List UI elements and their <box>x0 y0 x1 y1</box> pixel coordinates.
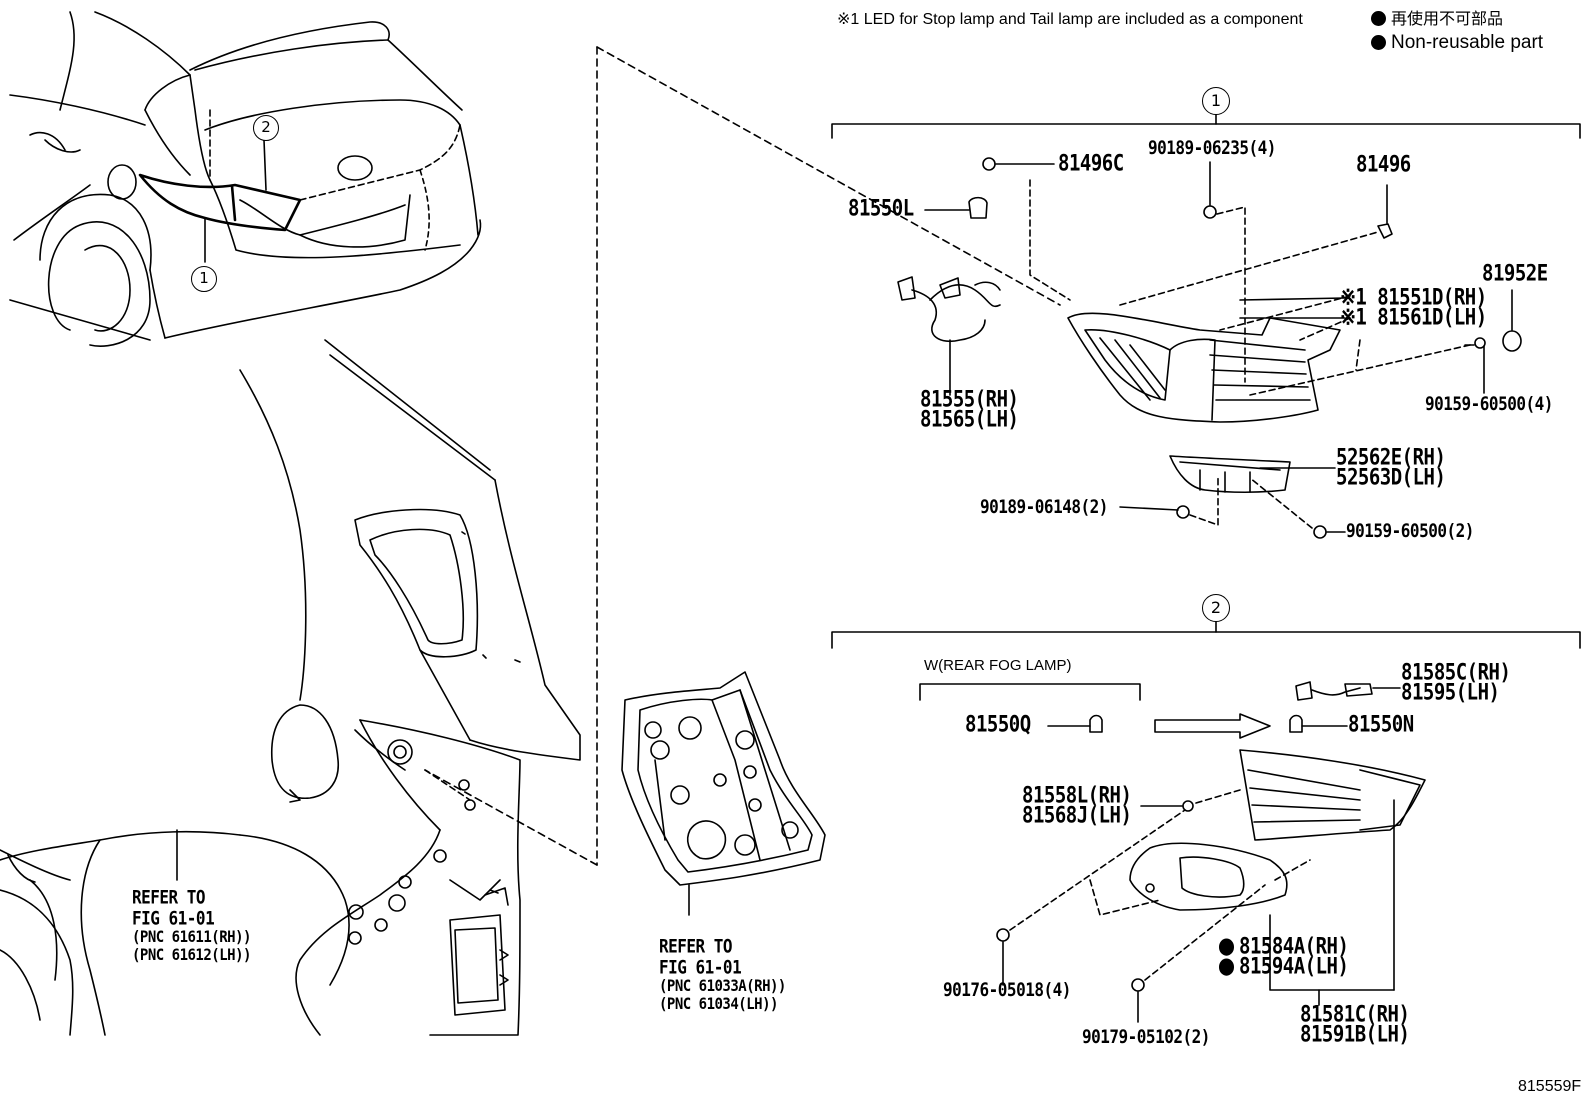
part-81581C-rh[interactable]: 81581C(RH) <box>1300 1001 1410 1028</box>
part-81585C-rh[interactable]: 81585C(RH) <box>1401 659 1511 686</box>
ref2-line4: (PNC 61034(LH)) <box>659 995 778 1014</box>
part-81584A-rh[interactable]: 81584A(RH) <box>1219 933 1349 960</box>
nonreusable-en-text: Non-reusable part <box>1391 32 1544 53</box>
part-90159-60500-4[interactable]: 90159-60500(4) <box>1425 392 1553 415</box>
ref1-line3: (PNC 61611(RH)) <box>132 928 251 947</box>
part-81591B-lh[interactable]: 81591B(LH) <box>1300 1021 1410 1048</box>
callout-1-car[interactable]: 1 <box>191 266 217 292</box>
part-81595-lh[interactable]: 81595(LH) <box>1401 679 1500 706</box>
part-81594A-label: 81594A(LH) <box>1239 953 1349 980</box>
group-2-header-callout: 2 <box>1202 594 1230 622</box>
ref1-line1: REFER TO <box>132 886 206 908</box>
callout-2-car[interactable]: 2 <box>253 115 279 141</box>
part-81550N[interactable]: 81550N <box>1348 711 1414 738</box>
part-90179-05102[interactable]: 90179-05102(2) <box>1082 1025 1210 1048</box>
part-81584A-label: 81584A(RH) <box>1239 933 1349 960</box>
nonreusable-note-jp: 再使用不可部品 <box>1371 10 1503 30</box>
part-81550L[interactable]: 81550L <box>848 195 914 222</box>
nonreusable-dot-icon <box>1219 958 1234 976</box>
group1-parts <box>897 157 1522 539</box>
ref1-line2: FIG 61-01 <box>132 907 215 929</box>
ref2-line2: FIG 61-01 <box>659 956 742 978</box>
part-81565-lh[interactable]: 81565(LH) <box>920 406 1019 433</box>
part-81550Q[interactable]: 81550Q <box>965 711 1031 738</box>
nonreusable-dot-icon <box>1371 11 1386 26</box>
part-90159-60500-2[interactable]: 90159-60500(2) <box>1346 519 1474 542</box>
part-52562E-rh[interactable]: 52562E(RH) <box>1336 444 1446 471</box>
part-81496[interactable]: 81496 <box>1356 151 1411 178</box>
nonreusable-note-en: Non-reusable part <box>1371 32 1543 54</box>
inner-panel-illustration <box>621 671 826 916</box>
part-81551D-rh[interactable]: ※1 81551D(RH) <box>1340 284 1487 311</box>
guide-lines <box>424 46 1061 866</box>
nonreusable-dot-icon <box>1219 938 1234 956</box>
part-81558L-rh[interactable]: 81558L(RH) <box>1022 782 1132 809</box>
part-81594A-lh[interactable]: 81594A(LH) <box>1219 953 1349 980</box>
car-rear-illustration <box>9 11 482 347</box>
reference-fig-61-01-inner[interactable]: REFER TO FIG 61-01 (PNC 61033A(RH)) (PNC… <box>659 935 786 1014</box>
diagram-code: 815559F <box>1518 1078 1582 1095</box>
led-note: ※1 LED for Stop lamp and Tail lamp are i… <box>837 11 1303 28</box>
part-81496C[interactable]: 81496C <box>1058 150 1124 177</box>
rear-fog-lamp-label: W(REAR FOG LAMP) <box>924 657 1072 674</box>
group-1-header-callout: 1 <box>1202 87 1230 115</box>
reference-fig-61-01-quarter[interactable]: REFER TO FIG 61-01 (PNC 61611(RH)) (PNC … <box>132 886 251 965</box>
part-81952E[interactable]: 81952E <box>1482 260 1548 287</box>
group1-bracket <box>831 113 1581 139</box>
part-52563D-lh[interactable]: 52563D(LH) <box>1336 464 1446 491</box>
nonreusable-jp-text: 再使用不可部品 <box>1391 11 1504 28</box>
nonreusable-dot-icon <box>1371 35 1386 50</box>
quarter-panel-illustration <box>0 339 581 1036</box>
part-90189-06148[interactable]: 90189-06148(2) <box>980 495 1108 518</box>
ref1-line4: (PNC 61612(LH)) <box>132 946 251 965</box>
part-90189-06235[interactable]: 90189-06235(4) <box>1148 136 1276 159</box>
group2-parts <box>919 681 1426 1023</box>
part-81561D-lh[interactable]: ※1 81561D(LH) <box>1340 304 1487 331</box>
part-81568J-lh[interactable]: 81568J(LH) <box>1022 802 1132 829</box>
ref2-line3: (PNC 61033A(RH)) <box>659 977 786 996</box>
part-90176-05018[interactable]: 90176-05018(4) <box>943 978 1071 1001</box>
ref2-line1: REFER TO <box>659 935 733 957</box>
part-81555-rh[interactable]: 81555(RH) <box>920 386 1019 413</box>
group2-bracket <box>831 621 1581 649</box>
